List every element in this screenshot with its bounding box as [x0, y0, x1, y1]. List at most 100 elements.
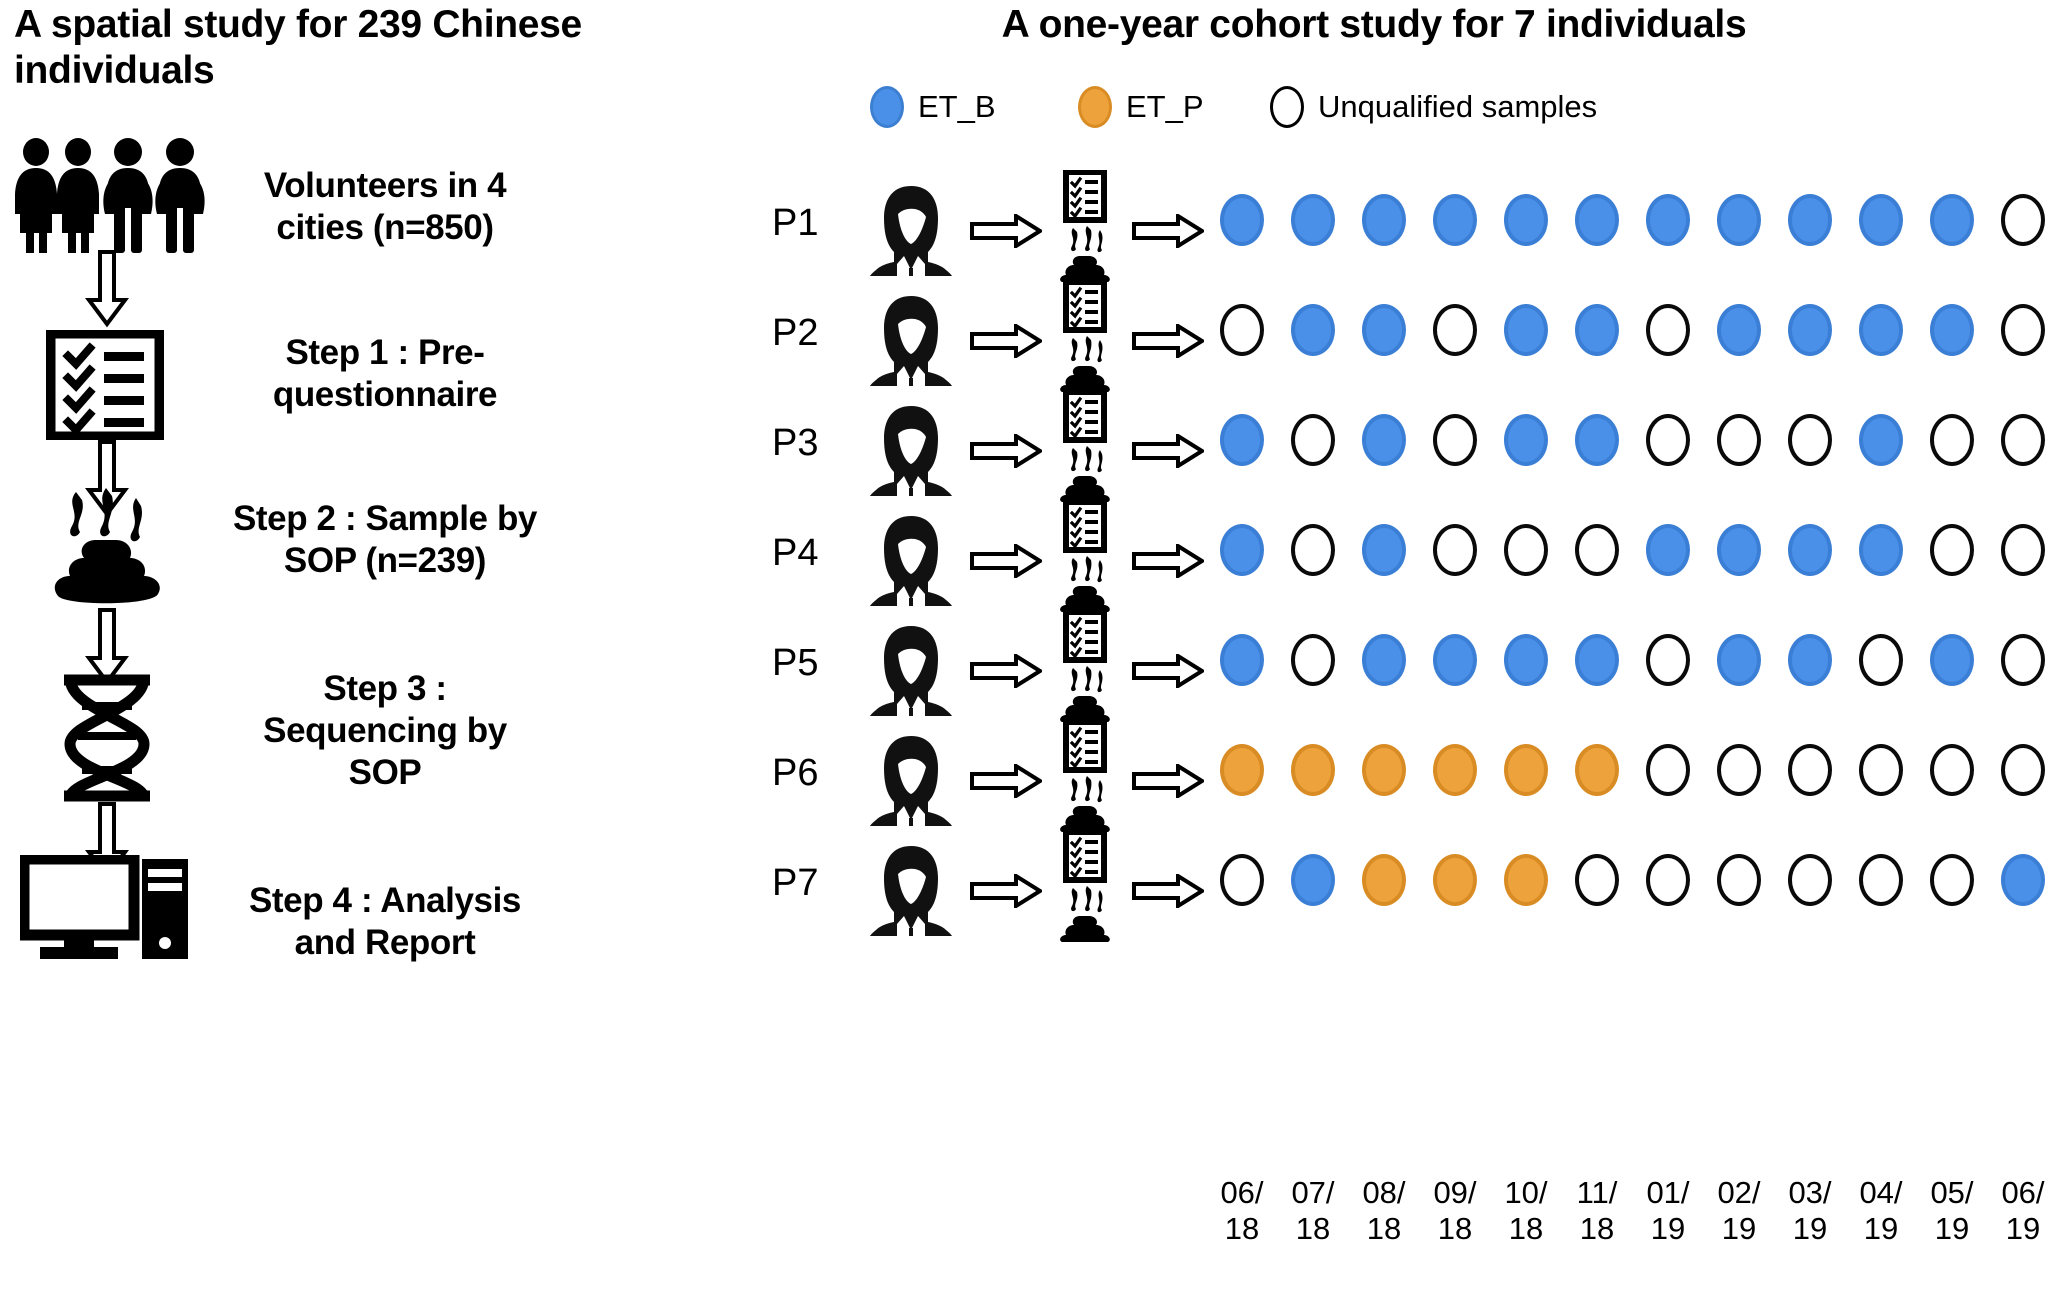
- sample-dot[interactable]: [1646, 854, 1690, 906]
- sample-dot[interactable]: [1646, 414, 1690, 466]
- sample-dot[interactable]: [1362, 414, 1406, 466]
- sample-dot[interactable]: [1717, 524, 1761, 576]
- sample-dot[interactable]: [1362, 854, 1406, 906]
- sample-dot[interactable]: [1646, 744, 1690, 796]
- sample-dot[interactable]: [1504, 304, 1548, 356]
- sample-dot[interactable]: [1433, 194, 1477, 246]
- sample-dot[interactable]: [1930, 854, 1974, 906]
- sample-dot[interactable]: [1646, 634, 1690, 686]
- flow-arrow-right-icon: [1132, 542, 1206, 580]
- sample-dot[interactable]: [1859, 744, 1903, 796]
- sample-dot[interactable]: [1859, 634, 1903, 686]
- sample-dot[interactable]: [1717, 634, 1761, 686]
- sample-dot[interactable]: [1291, 414, 1335, 466]
- participant-label-p5: P5: [772, 642, 819, 684]
- sample-dot[interactable]: [1220, 854, 1264, 906]
- sample-dot[interactable]: [1504, 414, 1548, 466]
- sample-dot[interactable]: [1362, 304, 1406, 356]
- participant-label-p4: P4: [772, 532, 819, 574]
- questionnaire-and-stool-icon: [1052, 829, 1118, 942]
- sample-dot[interactable]: [1291, 524, 1335, 576]
- sample-dot[interactable]: [1575, 744, 1619, 796]
- sample-dot[interactable]: [1788, 194, 1832, 246]
- sample-dot[interactable]: [1930, 634, 1974, 686]
- sample-dot[interactable]: [1575, 194, 1619, 246]
- sample-dot[interactable]: [1362, 524, 1406, 576]
- sample-dot[interactable]: [1291, 304, 1335, 356]
- sample-dot[interactable]: [1362, 634, 1406, 686]
- questionnaire-and-stool-icon: [1060, 609, 1110, 722]
- sample-dot[interactable]: [1291, 744, 1335, 796]
- sample-dot[interactable]: [1504, 634, 1548, 686]
- participant-row-p1: P1: [700, 169, 2048, 284]
- sample-dot[interactable]: [1859, 304, 1903, 356]
- flow-arrow-right-icon: [970, 432, 1044, 470]
- sample-dot[interactable]: [2001, 854, 2045, 906]
- sample-dot[interactable]: [1717, 744, 1761, 796]
- timeline-tick-label: 04/19: [1859, 1175, 1903, 1246]
- sample-dot[interactable]: [1930, 304, 1974, 356]
- sample-dot[interactable]: [1220, 634, 1264, 686]
- sample-dot[interactable]: [1930, 414, 1974, 466]
- sample-dot[interactable]: [1433, 524, 1477, 576]
- sample-dot[interactable]: [1717, 194, 1761, 246]
- sample-dot[interactable]: [1575, 414, 1619, 466]
- sample-dot[interactable]: [1859, 854, 1903, 906]
- sample-dot[interactable]: [1788, 304, 1832, 356]
- sample-dot[interactable]: [1788, 744, 1832, 796]
- sample-dot[interactable]: [1504, 194, 1548, 246]
- person-avatar-icon: [868, 514, 954, 606]
- sample-dot[interactable]: [1717, 414, 1761, 466]
- spatial-study-panel: A spatial study for 239 Chinese individu…: [0, 0, 700, 1291]
- sample-dot[interactable]: [2001, 634, 2045, 686]
- sample-dot[interactable]: [1433, 304, 1477, 356]
- sample-dot[interactable]: [1220, 524, 1264, 576]
- sample-dot[interactable]: [1291, 634, 1335, 686]
- person-avatar-icon: [870, 406, 952, 496]
- sample-dot[interactable]: [1930, 524, 1974, 576]
- participant-row-p2: P2: [700, 279, 2048, 394]
- sample-dot[interactable]: [1291, 854, 1335, 906]
- sample-dot[interactable]: [1362, 744, 1406, 796]
- sample-dot[interactable]: [1930, 194, 1974, 246]
- sample-dot[interactable]: [1220, 744, 1264, 796]
- sample-dot[interactable]: [2001, 414, 2045, 466]
- sample-dot[interactable]: [1575, 854, 1619, 906]
- sample-dot[interactable]: [2001, 524, 2045, 576]
- sample-dot[interactable]: [1859, 414, 1903, 466]
- sample-dot[interactable]: [1433, 414, 1477, 466]
- sample-dot[interactable]: [1788, 854, 1832, 906]
- sample-dot[interactable]: [1220, 304, 1264, 356]
- sample-dot[interactable]: [1575, 524, 1619, 576]
- sample-dot[interactable]: [2001, 744, 2045, 796]
- sample-dot[interactable]: [1859, 194, 1903, 246]
- sample-dot[interactable]: [1788, 524, 1832, 576]
- sample-dot[interactable]: [1788, 634, 1832, 686]
- sample-dot[interactable]: [1575, 304, 1619, 356]
- sample-dot[interactable]: [1646, 304, 1690, 356]
- sample-dot[interactable]: [1362, 194, 1406, 246]
- sample-dot[interactable]: [1220, 414, 1264, 466]
- sample-dot[interactable]: [1220, 194, 1264, 246]
- sample-dot[interactable]: [1575, 634, 1619, 686]
- sample-dot[interactable]: [1646, 524, 1690, 576]
- sample-dot[interactable]: [1504, 854, 1548, 906]
- left-panel-title: A spatial study for 239 Chinese individu…: [14, 3, 582, 93]
- sample-dot[interactable]: [1646, 194, 1690, 246]
- sample-dot[interactable]: [1433, 634, 1477, 686]
- flow-arrow-right-icon: [970, 872, 1044, 910]
- legend-label-et-b: ET_B: [918, 89, 996, 124]
- sample-dot[interactable]: [1859, 524, 1903, 576]
- sample-dot[interactable]: [1717, 854, 1761, 906]
- flow-arrow-right-icon: [970, 322, 1044, 360]
- sample-dot[interactable]: [1504, 524, 1548, 576]
- sample-dot[interactable]: [1291, 194, 1335, 246]
- sample-dot[interactable]: [1930, 744, 1974, 796]
- sample-dot[interactable]: [1504, 744, 1548, 796]
- sample-dot[interactable]: [1433, 744, 1477, 796]
- sample-dot[interactable]: [2001, 194, 2045, 246]
- sample-dot[interactable]: [1433, 854, 1477, 906]
- sample-dot[interactable]: [1788, 414, 1832, 466]
- sample-dot[interactable]: [1717, 304, 1761, 356]
- sample-dot[interactable]: [2001, 304, 2045, 356]
